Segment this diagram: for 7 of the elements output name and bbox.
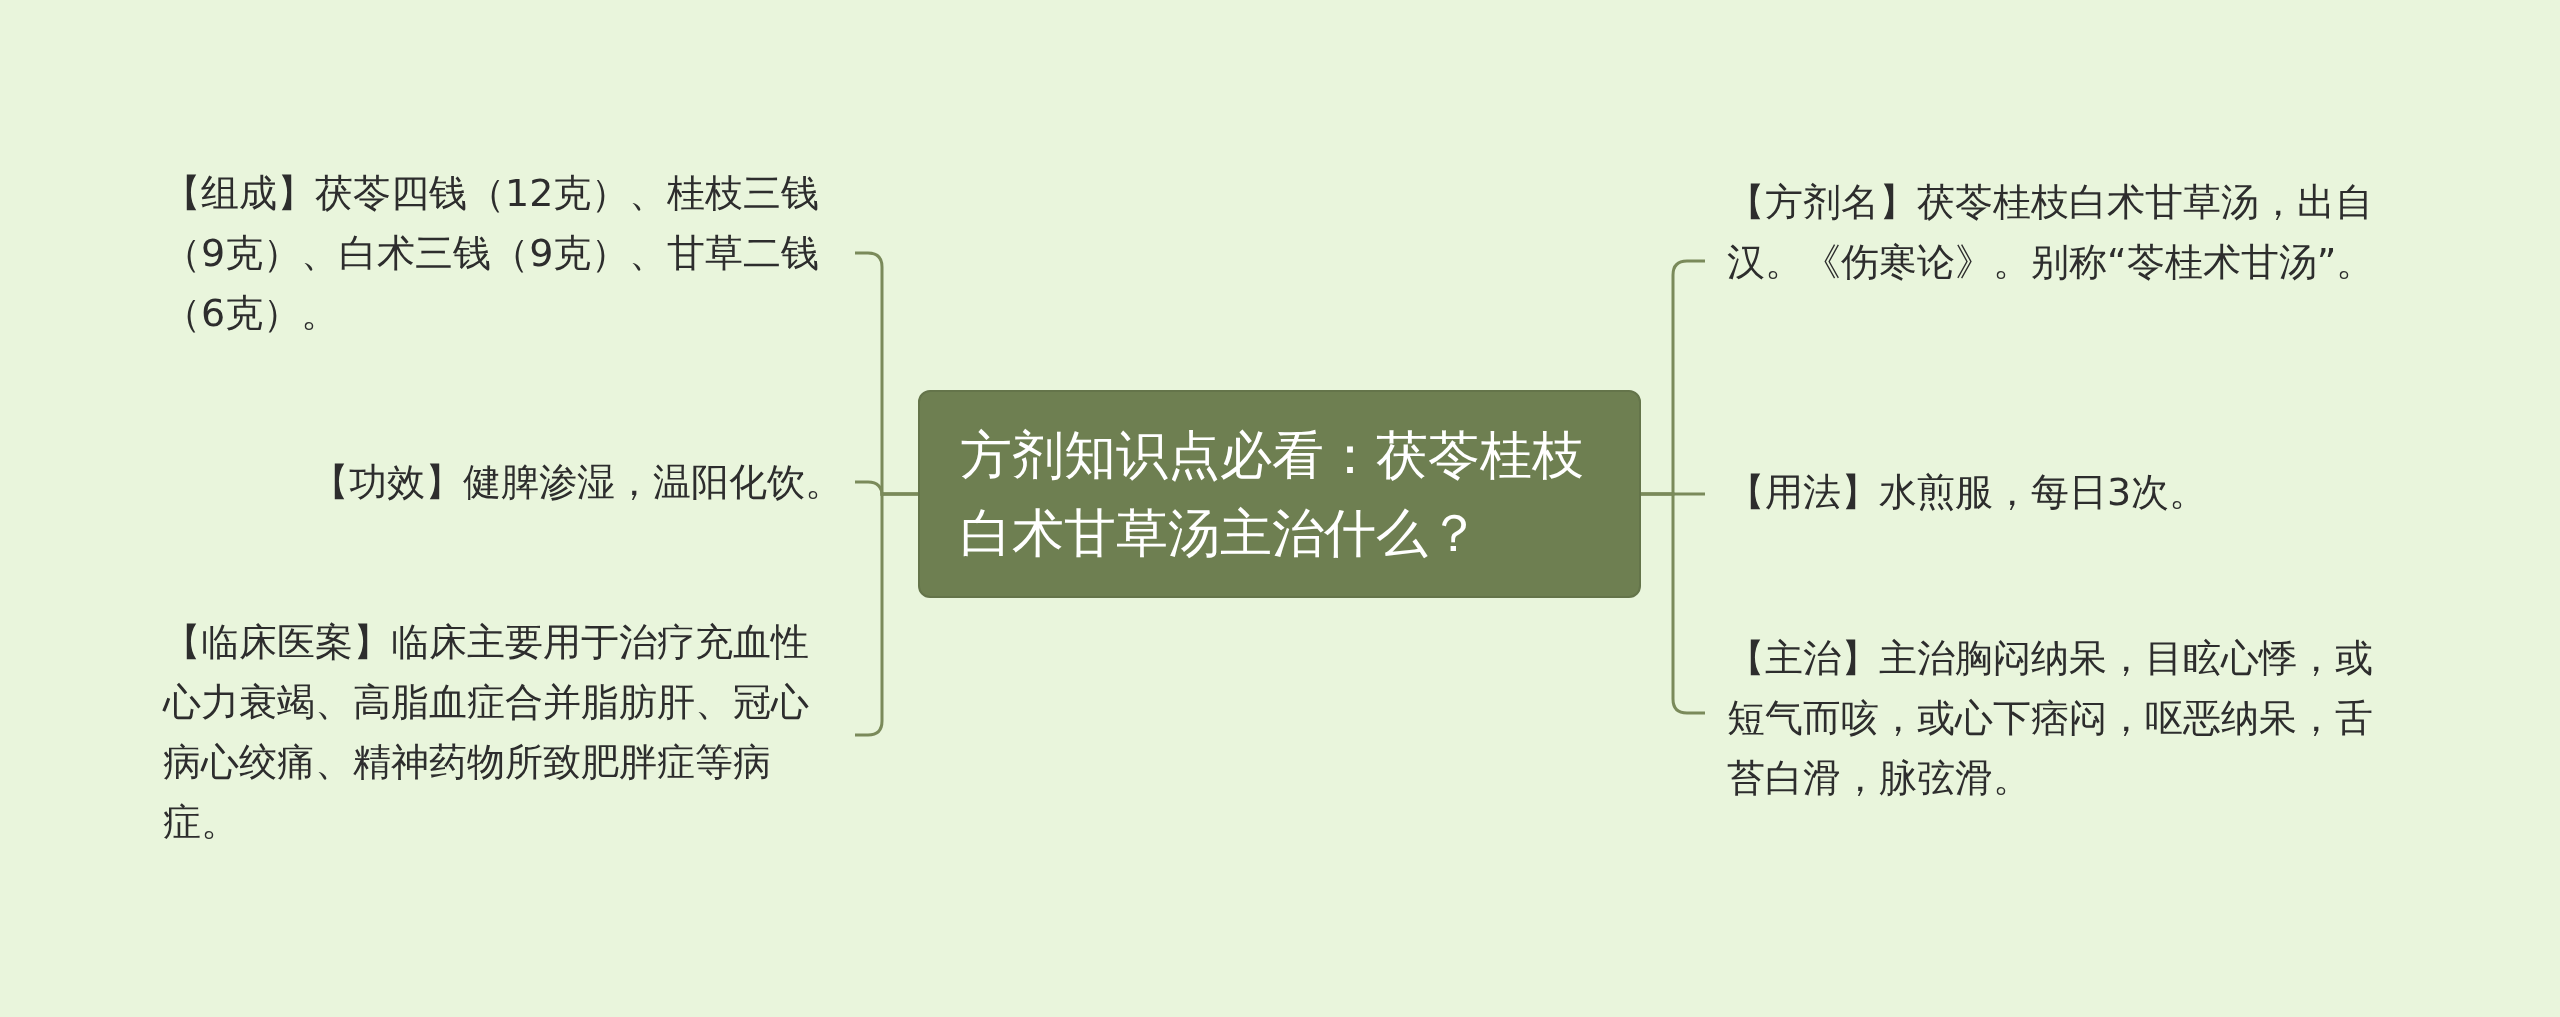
topic-text: 【临床医案】临床主要用于治疗充血性心力衰竭、高脂血症合并脂肪肝、冠心病心绞痛、精神药物所致肥胖症等病症。 — [163, 612, 843, 852]
topic-text: 【方剂名】茯苓桂枝白术甘草汤，出自汉。《伤寒论》。别称“苓桂术甘汤”。 — [1727, 172, 2387, 292]
topic-text: 【组成】茯苓四钱（12克）、桂枝三钱（9克）、白术三钱（9克）、甘草二钱（6克）。 — [163, 163, 843, 343]
topic-text: 【功效】健脾渗湿，温阳化饮。 — [163, 452, 843, 512]
topic-text: 【用法】水煎服，每日3次。 — [1727, 462, 2387, 522]
topic-text: 【主治】主治胸闷纳呆，目眩心悸，或短气而咳，或心下痞闷，呕恶纳呆，舌苔白滑，脉弦滑。 — [1727, 628, 2387, 808]
topic-box: 方剂知识点必看：茯苓桂枝白术甘草汤主治什么？ — [918, 390, 1641, 598]
